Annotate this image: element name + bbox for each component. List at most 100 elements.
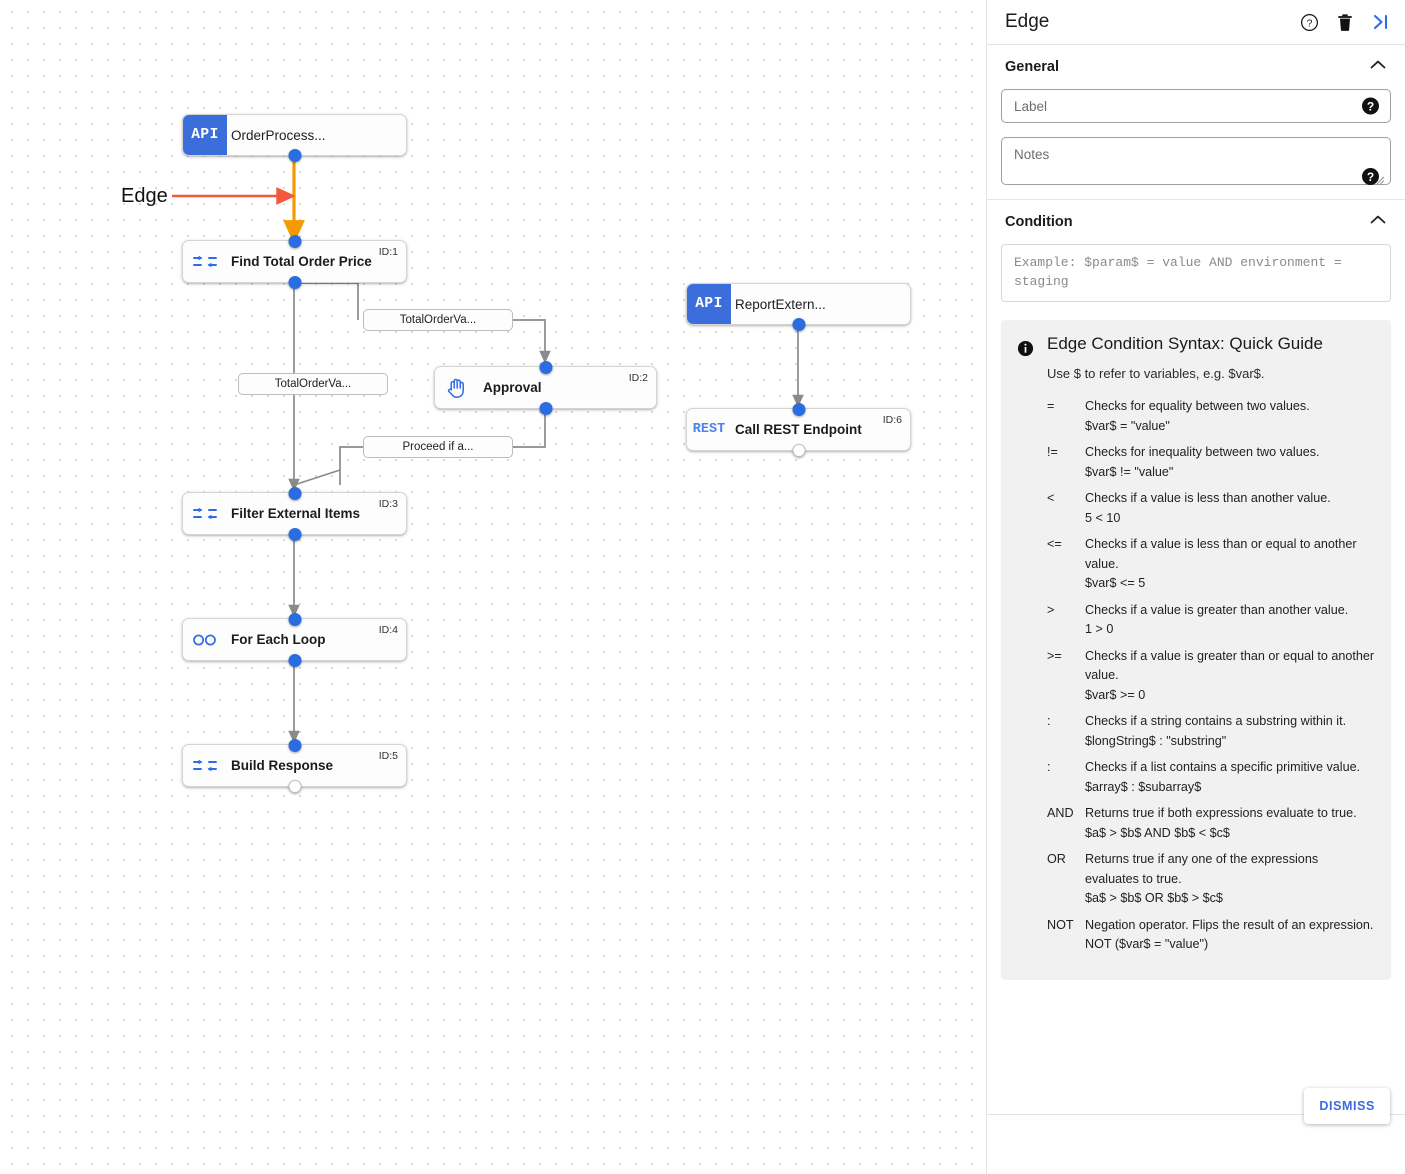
- guide-description-text: Negation operator. Flips the result of a…: [1085, 917, 1374, 932]
- guide-description-text: Checks if a value is greater than or equ…: [1085, 648, 1375, 683]
- edge-label-proceed-if[interactable]: Proceed if a...: [363, 436, 513, 458]
- node-port-out[interactable]: [288, 148, 301, 162]
- node-filter-external-items[interactable]: Filter External Items ID:3: [182, 486, 407, 541]
- node-port-out[interactable]: [288, 275, 301, 289]
- node-port-in[interactable]: [792, 402, 805, 416]
- guide-subtitle: Use $ to refer to variables, e.g. $var$.: [1047, 366, 1265, 381]
- help-circle-icon[interactable]: ?: [1300, 13, 1319, 32]
- panel-header: Edge ?: [987, 0, 1405, 45]
- infinity-icon: [183, 633, 227, 647]
- node-port-out[interactable]: [792, 443, 805, 457]
- node-id-badge: ID:4: [378, 624, 398, 636]
- notes-field[interactable]: Notes ?: [1001, 137, 1391, 185]
- label-help-icon[interactable]: ?: [1362, 97, 1379, 115]
- node-call-rest-endpoint[interactable]: REST Call REST Endpoint ID:6: [686, 402, 911, 457]
- edge-condition-quick-guide: Edge Condition Syntax: Quick Guide Use $…: [1001, 320, 1391, 980]
- node-build-response[interactable]: Build Response ID:5: [182, 738, 407, 793]
- node-title: OrderProcess...: [231, 127, 326, 143]
- node-id-badge: ID:1: [378, 246, 398, 258]
- node-port-in[interactable]: [288, 234, 301, 248]
- node-id-badge: ID:3: [378, 498, 398, 510]
- node-title: For Each Loop: [231, 632, 326, 647]
- merge-arrows-icon: [183, 254, 227, 270]
- node-port-out[interactable]: [288, 779, 301, 793]
- node-port-in[interactable]: [288, 738, 301, 752]
- node-id-badge: ID:5: [378, 750, 398, 762]
- chevron-up-icon[interactable]: [1369, 59, 1387, 75]
- guide-description: Checks if a value is greater than anothe…: [1085, 601, 1375, 640]
- guide-description-text: Checks for inequality between two values…: [1085, 445, 1320, 460]
- edge-label-totalordervalue-1[interactable]: TotalOrderVa...: [363, 309, 513, 331]
- collapse-panel-icon[interactable]: [1371, 13, 1391, 31]
- guide-operator: =: [1047, 399, 1055, 413]
- guide-description: Negation operator. Flips the result of a…: [1085, 916, 1375, 955]
- section-condition: Condition Example: $param$ = value AND e…: [987, 199, 1405, 980]
- node-port-out[interactable]: [792, 317, 805, 331]
- resize-grip-icon[interactable]: [1376, 172, 1385, 185]
- guide-operator: >=: [1047, 648, 1062, 663]
- node-find-total-order-price[interactable]: Find Total Order Price ID:1: [182, 234, 407, 289]
- guide-row: >Checks if a value is greater than anoth…: [1047, 601, 1375, 640]
- node-id-badge: ID:6: [882, 414, 902, 426]
- node-orderprocess[interactable]: API OrderProcess...: [182, 114, 407, 162]
- section-general-header[interactable]: General: [1001, 45, 1391, 89]
- notes-field-placeholder: Notes: [1014, 147, 1050, 162]
- guide-row: :Checks if a list contains a specific pr…: [1047, 758, 1375, 797]
- guide-row: :Checks if a string contains a substring…: [1047, 712, 1375, 751]
- trash-icon[interactable]: [1336, 13, 1354, 32]
- guide-row-list: =Checks for equality between two values.…: [1047, 397, 1375, 955]
- guide-example: 1 > 0: [1085, 622, 1114, 637]
- guide-example: $array$ : $subarray$: [1085, 779, 1202, 794]
- notes-help-icon[interactable]: ?: [1362, 168, 1379, 185]
- api-badge-icon: API: [687, 284, 731, 324]
- node-title: ReportExtern...: [735, 296, 826, 312]
- guide-row: <Checks if a value is less than another …: [1047, 489, 1375, 528]
- guide-description-text: Checks if a string contains a substring …: [1085, 714, 1347, 729]
- panel-footer: DISMISS: [987, 1088, 1405, 1174]
- label-field-placeholder: Label: [1014, 98, 1048, 114]
- guide-example: NOT ($var$ = "value"): [1085, 937, 1209, 952]
- flow-canvas[interactable]: Edge API OrderProcess... Find Total Orde…: [0, 0, 986, 1174]
- node-port-in[interactable]: [288, 612, 301, 626]
- dismiss-button[interactable]: DISMISS: [1304, 1088, 1390, 1124]
- guide-description-text: Checks if a value is less than or equal …: [1085, 537, 1357, 571]
- guide-row: != Checks for inequality between two valu…: [1047, 443, 1375, 482]
- label-field[interactable]: Label ?: [1001, 89, 1391, 123]
- node-for-each-loop[interactable]: For Each Loop ID:4: [182, 612, 407, 667]
- node-port-in[interactable]: [288, 486, 301, 500]
- guide-operator: !=: [1047, 445, 1058, 460]
- section-general-title: General: [1005, 59, 1059, 75]
- guide-example: $var$ <= 5: [1085, 576, 1146, 591]
- panel-title: Edge: [1005, 11, 1050, 32]
- section-general: General Label ? Notes ?: [987, 45, 1405, 185]
- node-port-out[interactable]: [539, 401, 552, 415]
- node-port-out[interactable]: [288, 527, 301, 541]
- guide-description-text: Checks if a value is greater than anothe…: [1085, 602, 1349, 617]
- guide-description: Checks if a string contains a substring …: [1085, 712, 1375, 751]
- node-title: Call REST Endpoint: [735, 422, 862, 437]
- guide-row: <=Checks if a value is less than or equa…: [1047, 535, 1375, 594]
- svg-text:?: ?: [1307, 18, 1313, 29]
- guide-description-text: Checks if a list contains a specific pri…: [1085, 760, 1361, 775]
- guide-description: Checks for inequality between two values…: [1085, 443, 1375, 482]
- node-port-out[interactable]: [288, 653, 301, 667]
- node-reportextern[interactable]: API ReportExtern...: [686, 283, 911, 331]
- guide-row: >= Checks if a value is greater than or e…: [1047, 647, 1375, 706]
- node-approval[interactable]: Approval ID:2: [434, 360, 657, 415]
- guide-row: =Checks for equality between two values.…: [1047, 397, 1375, 436]
- condition-input[interactable]: Example: $param$ = value AND environment…: [1001, 244, 1391, 302]
- chevron-up-icon[interactable]: [1369, 214, 1387, 230]
- section-condition-header[interactable]: Condition: [1001, 200, 1391, 244]
- edge-properties-panel: Edge ? General: [986, 0, 1405, 1174]
- panel-header-actions: ?: [1300, 13, 1391, 32]
- node-port-in[interactable]: [539, 360, 552, 374]
- node-title: Build Response: [231, 758, 334, 773]
- hand-icon: [435, 377, 479, 399]
- api-badge-icon: API: [183, 115, 227, 155]
- guide-description: Checks if a value is less than or equal …: [1085, 535, 1375, 594]
- guide-example: $a$ > $b$ AND $b$ < $c$: [1085, 825, 1230, 840]
- edge-label-totalordervalue-2[interactable]: TotalOrderVa...: [238, 373, 388, 395]
- guide-description-text: Checks if a value is less than another v…: [1085, 491, 1331, 506]
